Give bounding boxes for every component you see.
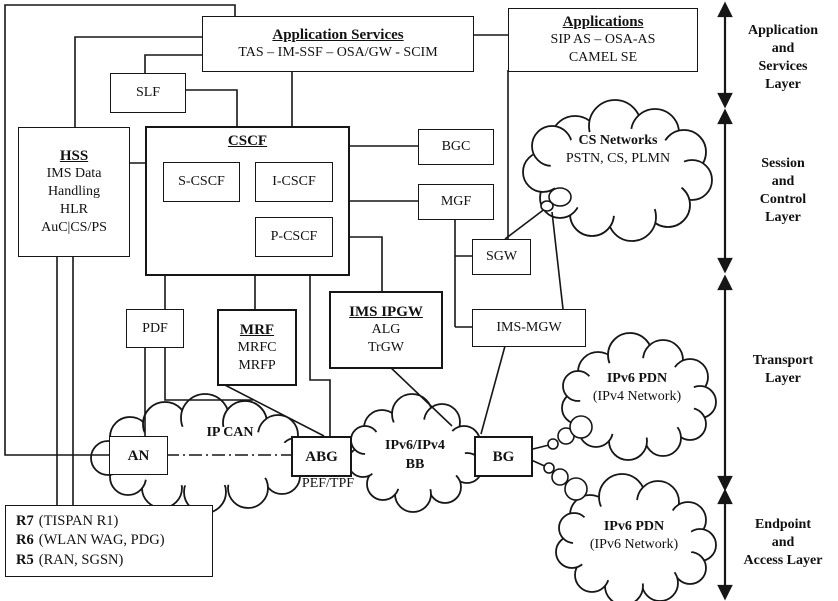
node-application-services: Application Services TAS – IM-SSF – OSA/… xyxy=(202,16,474,72)
node-releases-legend: R7(TISPAN R1) R6(WLAN WAG, PDG) R5(RAN, … xyxy=(5,505,213,577)
node-title: CSCF xyxy=(227,133,268,149)
node-label: IMS-MGW xyxy=(496,320,562,335)
node-label: BG xyxy=(492,448,515,465)
node-slf: SLF xyxy=(110,73,186,113)
node-detail: AuC|CS/PS xyxy=(41,220,107,235)
connector-lines xyxy=(4,4,564,505)
node-ims-ipgw: IMS IPGW ALG TrGW xyxy=(329,291,443,369)
link-bubbles xyxy=(540,187,593,501)
node-bg: BG xyxy=(474,436,533,477)
node-p-cscf: P-CSCF xyxy=(255,217,333,257)
node-abg: ABG xyxy=(291,436,352,477)
node-label: BGC xyxy=(441,139,471,154)
node-label: S-CSCF xyxy=(178,174,225,189)
node-title: Applications xyxy=(562,14,644,30)
node-detail: MRFP xyxy=(238,357,276,373)
node-an: AN xyxy=(109,436,168,475)
cs-networks-cloud xyxy=(522,99,713,242)
node-ims-mgw: IMS-MGW xyxy=(472,309,586,347)
node-detail: IMS Data xyxy=(46,166,102,181)
node-label: SGW xyxy=(485,249,518,264)
node-label: MGF xyxy=(440,194,472,209)
node-sgw: SGW xyxy=(472,239,531,275)
ipv6-pdn-ipv6-cloud-label: IPv6 PDN (IPv6 Network) xyxy=(589,519,679,552)
node-hss: HSS IMS Data Handling HLR AuC|CS/PS xyxy=(18,127,130,257)
node-title: MRF xyxy=(239,321,275,338)
layer-span-arrows xyxy=(717,1,733,601)
bb-cloud-label: IPv6/IPv4 BB xyxy=(385,438,445,472)
node-label: I-CSCF xyxy=(272,174,316,189)
node-detail: TrGW xyxy=(367,340,405,355)
release-line: R6(WLAN WAG, PDG) xyxy=(16,532,165,549)
pef-tpf-label: PEF/TPF xyxy=(301,476,355,491)
layer-label-session-control: Session and Control Layer xyxy=(759,156,807,225)
layer-label-transport: Transport Layer xyxy=(752,353,814,386)
ipv6-pdn-ipv4-cloud xyxy=(561,332,717,461)
ip-can-cloud-label: IP CAN xyxy=(206,425,254,440)
cs-networks-cloud-label: CS Networks PSTN, CS, PLMN xyxy=(565,133,671,166)
node-label: ABG xyxy=(305,448,338,465)
ipv6-pdn-ipv6-cloud xyxy=(555,473,717,601)
node-pdf: PDF xyxy=(126,309,184,348)
node-label: PDF xyxy=(142,320,168,336)
node-label: P-CSCF xyxy=(270,229,318,244)
node-mgf: MGF xyxy=(418,184,494,220)
node-title: HSS xyxy=(59,148,89,164)
layer-label-endpoint-access: Endpoint and Access Layer xyxy=(743,517,823,568)
node-detail: MRFC xyxy=(237,339,277,355)
node-detail: HLR xyxy=(60,202,88,217)
ipv6-pdn-ipv4-cloud-label: IPv6 PDN (IPv4 Network) xyxy=(592,371,682,404)
layer-label-application-services: Application and Services Layer xyxy=(747,23,818,92)
node-label: SLF xyxy=(135,85,161,100)
node-detail: Handling xyxy=(47,184,101,199)
node-applications: Applications SIP AS – OSA-AS CAMEL SE xyxy=(508,8,698,72)
node-mrf: MRF MRFC MRFP xyxy=(217,309,297,386)
node-detail: CAMEL SE xyxy=(568,50,638,65)
node-s-cscf: S-CSCF xyxy=(163,162,240,202)
node-title: IMS IPGW xyxy=(349,304,423,320)
node-i-cscf: I-CSCF xyxy=(255,162,333,202)
node-detail: SIP AS – OSA-AS xyxy=(550,32,656,47)
node-bgc: BGC xyxy=(418,129,494,165)
release-line: R5(RAN, SGSN) xyxy=(16,551,124,568)
release-line: R7(TISPAN R1) xyxy=(16,512,119,529)
node-detail: ALG xyxy=(371,322,401,337)
node-label: AN xyxy=(127,447,150,464)
node-detail: TAS – IM-SSF – OSA/GW - SCIM xyxy=(238,45,438,60)
node-title: Application Services xyxy=(272,27,404,43)
